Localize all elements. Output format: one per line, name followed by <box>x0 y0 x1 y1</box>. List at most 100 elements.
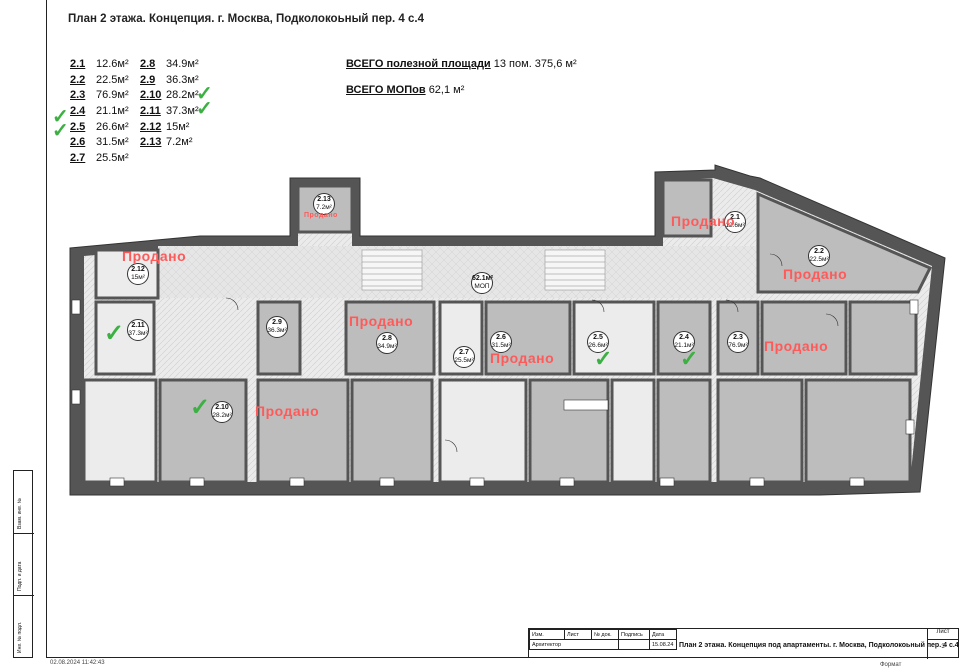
room-2-8b <box>256 378 350 484</box>
check-icon: ✓ <box>190 394 211 421</box>
print-date: 02.08.2024 11:42:43 <box>50 660 105 666</box>
sold-label: Продано <box>783 266 848 282</box>
room-2-8 <box>344 300 436 376</box>
legend-num: 2.9 <box>140 73 156 86</box>
room-2-3b <box>760 300 848 376</box>
stamp-author: Архитектор <box>529 639 619 650</box>
side-stamp-label: Взам. инв. № <box>17 498 23 529</box>
room-2-11b <box>82 378 158 484</box>
legend-area: 7.2м² <box>166 136 193 149</box>
title-block-table: Изм. Лист № док. Подпись Дата Архитектор… <box>529 629 677 650</box>
check-icon: ✓ <box>52 106 69 128</box>
stamp-header: Подпись <box>618 629 650 640</box>
room-2-4b <box>656 378 712 484</box>
check-icon: ✓ <box>680 346 699 371</box>
check-icon: ✓ <box>52 120 69 142</box>
room-2-6b <box>528 378 610 484</box>
room-2-5b <box>610 378 656 484</box>
legend-num: 2.11 <box>140 105 161 118</box>
room-2-3d <box>716 378 804 484</box>
legend-area: 21.1м² <box>96 105 129 118</box>
room-2-7b <box>438 378 528 484</box>
legend-area: 36.3м² <box>166 73 199 86</box>
title-block: Изм. Лист № док. Подпись Дата Архитектор… <box>528 628 959 659</box>
legend-num: 2.6 <box>70 136 86 149</box>
stamp-date: 15.08.24 <box>649 639 677 650</box>
useful-area-value: 13 пом. 375,6 м² <box>493 58 577 70</box>
stamp-sheet: Лист 3 <box>927 629 958 659</box>
drawing-sheet <box>46 0 959 658</box>
sold-label: Продано <box>255 403 320 419</box>
legend-num: 2.7 <box>70 152 86 165</box>
sold-label: Продано <box>490 350 555 366</box>
stamp-sheet-label: Лист <box>928 629 958 640</box>
side-stamp-label: Инв. № подл. <box>17 621 23 653</box>
legend-num: 2.10 <box>140 89 162 102</box>
stamp-sheet-number: 3 <box>941 644 945 650</box>
legend-num: 2.1 <box>70 58 86 70</box>
stamp-header: Дата <box>649 629 677 640</box>
side-stamp-label: Подп. и дата <box>17 561 23 591</box>
room-2-5 <box>572 300 656 376</box>
legend-area: 26.6м² <box>96 120 129 133</box>
room-2-8c <box>350 378 434 484</box>
room-2-2 <box>756 191 933 294</box>
room-2-3c <box>848 300 918 376</box>
check-icon: ✓ <box>196 98 213 120</box>
staircase <box>361 249 606 291</box>
mop-area-value: 62,1 м² <box>428 84 465 96</box>
room-2-1 <box>661 178 713 238</box>
plan-title: План 2 этажа. Концепция. г. Москва, Подк… <box>68 13 425 25</box>
legend-area: 31.5м² <box>96 136 129 149</box>
legend-area: 15м² <box>166 120 190 133</box>
mop-area-label: ВСЕГО МОПов <box>346 84 426 96</box>
legend-area: 37.3м² <box>166 105 199 118</box>
sold-label: Продано <box>122 248 187 264</box>
side-stamp: Взам. инв. № Подп. и дата Инв. № подл. <box>13 470 34 658</box>
format-label: Формат <box>880 662 902 668</box>
stamp-header: № док. <box>591 629 619 640</box>
legend-area: 28.2м² <box>166 89 199 102</box>
sold-label: Продано <box>304 212 338 219</box>
stamp-header: Лист <box>564 629 592 640</box>
legend-area: 76.9м² <box>96 89 129 102</box>
legend-num: 2.3 <box>70 89 86 102</box>
legend-area: 22.5м² <box>96 73 129 86</box>
stamp-header: Изм. <box>529 629 565 640</box>
legend-area: 34.9м² <box>166 58 199 70</box>
room-2-3e <box>804 378 912 484</box>
legend-num: 2.13 <box>140 136 162 149</box>
legend-num: 2.8 <box>140 58 156 70</box>
legend-area: 25.5м² <box>96 152 129 165</box>
legend-num: 2.12 <box>140 120 162 133</box>
legend-num: 2.2 <box>70 73 86 86</box>
useful-area-label: ВСЕГО полезной площади <box>346 58 491 70</box>
corridor <box>158 246 758 298</box>
sold-label: Продано <box>764 338 829 354</box>
area-totals: ВСЕГО полезной площади 13 пом. 375,6 м² … <box>346 58 577 110</box>
sold-label: Продано <box>349 313 414 329</box>
check-icon: ✓ <box>594 346 613 371</box>
room-2-9 <box>256 300 302 376</box>
check-icon: ✓ <box>104 320 125 347</box>
legend-num: 2.4 <box>70 105 86 118</box>
check-icon: ✓ <box>196 83 213 105</box>
legend-num: 2.5 <box>70 120 86 133</box>
legend-area: 12.6м² <box>96 58 129 70</box>
sold-label: Продано <box>671 213 736 229</box>
